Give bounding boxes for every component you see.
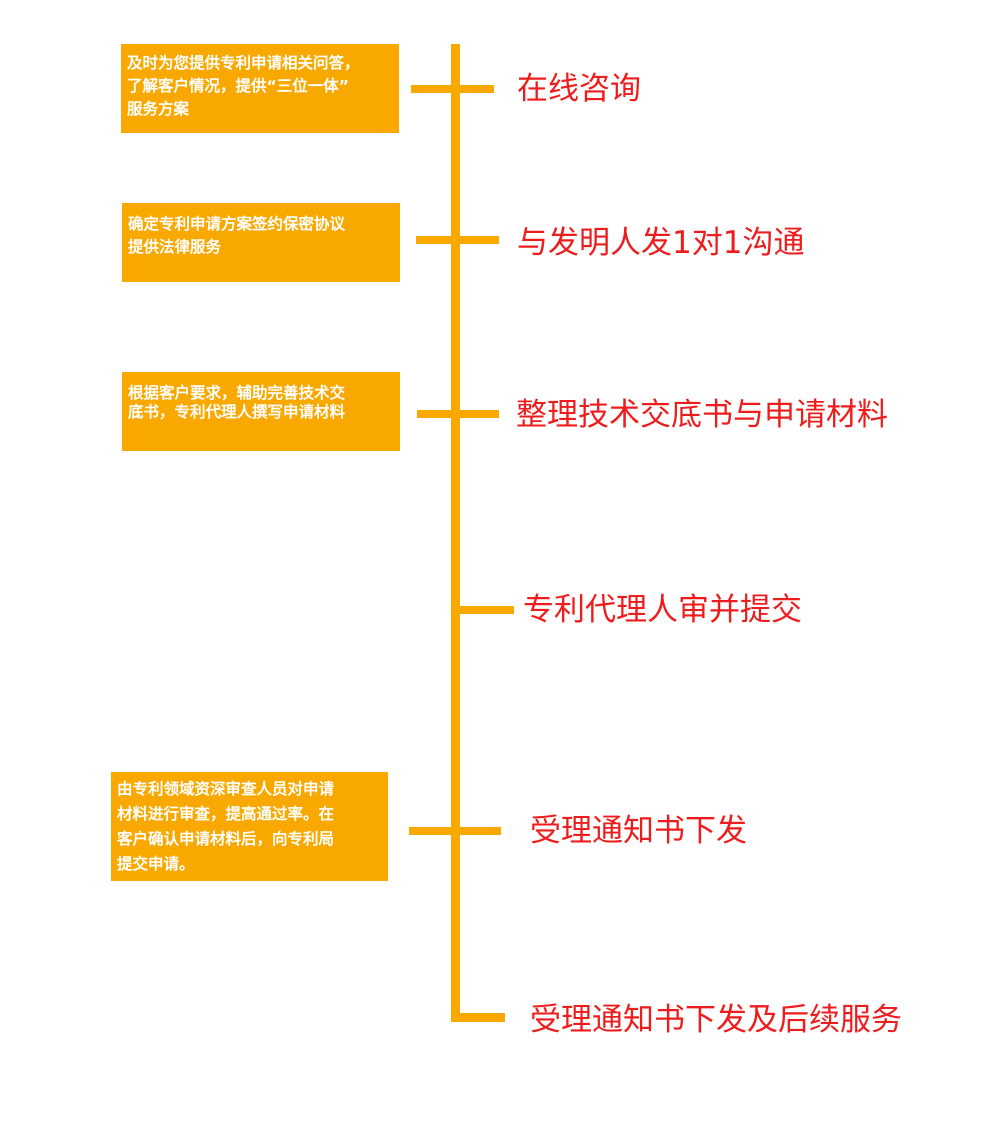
desc-line: 提交申请。 <box>117 855 195 873</box>
step-3-description: 根据客户要求，辅助完善技术交 底书，专利代理人撰写申请材料 <box>122 372 400 451</box>
step-6-connector <box>451 1013 505 1022</box>
step-4-connector <box>460 606 514 614</box>
desc-line: 根据客户要求，辅助完善技术交 <box>128 384 346 402</box>
desc-line: 提供法律服务 <box>128 238 222 256</box>
step-5-description: 由专利领域资深审查人员对申请 材料进行审查，提高通过率。在 客户确认申请材料后，… <box>111 772 388 881</box>
step-1-connector <box>411 85 494 93</box>
step-5-connector <box>409 827 501 835</box>
step-1-title: 在线咨询 <box>517 71 641 107</box>
step-5-title: 受理通知书下发 <box>530 813 747 849</box>
step-2-title: 与发明人发1对1沟通 <box>517 225 805 261</box>
desc-line: 客户确认申请材料后，向专利局 <box>117 830 335 848</box>
desc-line: 服务方案 <box>127 100 190 118</box>
desc-line: 材料进行审查，提高通过率。在 <box>117 805 335 823</box>
step-3-connector <box>417 410 499 418</box>
step-2-connector <box>416 236 499 244</box>
desc-line: 由专利领域资深审查人员对申请 <box>117 780 335 798</box>
step-4-title: 专利代理人审并提交 <box>523 592 802 628</box>
desc-line: 底书，专利代理人撰写申请材料 <box>128 403 346 421</box>
desc-line: 及时为您提供专利申请相关问答， <box>127 54 360 72</box>
step-1-description: 及时为您提供专利申请相关问答， 了解客户情况，提供“三位一体” 服务方案 <box>121 44 399 133</box>
step-6-title: 受理通知书下发及后续服务 <box>530 1002 902 1038</box>
desc-line: 确定专利申请方案签约保密协议 <box>128 215 346 233</box>
timeline-spine <box>451 44 460 1022</box>
step-2-description: 确定专利申请方案签约保密协议 提供法律服务 <box>122 203 400 282</box>
step-3-title: 整理技术交底书与申请材料 <box>516 397 888 433</box>
desc-line: 了解客户情况，提供“三位一体” <box>127 77 349 95</box>
